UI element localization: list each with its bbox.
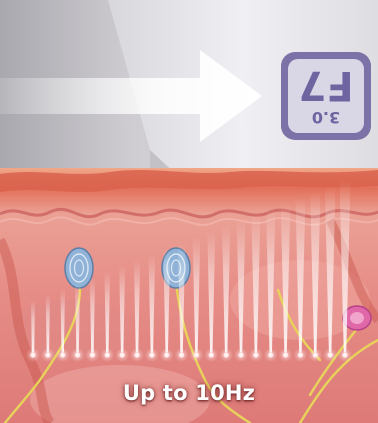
focal-dot <box>252 351 259 358</box>
focal-dot <box>267 351 274 358</box>
focal-dot <box>29 351 36 358</box>
focal-dot <box>163 351 170 358</box>
focal-dot <box>104 351 111 358</box>
focal-dot <box>89 351 96 358</box>
focal-dot <box>119 351 126 358</box>
focal-dot <box>282 351 289 358</box>
focal-dot <box>59 351 66 358</box>
focal-dot <box>297 351 304 358</box>
focal-dot <box>223 351 230 358</box>
focal-dot <box>148 351 155 358</box>
focal-dot <box>327 351 334 358</box>
focal-dot <box>237 351 244 358</box>
focal-dot <box>208 351 215 358</box>
focal-dot <box>312 351 319 358</box>
badge-version-text: 3.0 <box>312 108 340 127</box>
caption-text: Up to 10Hz <box>0 381 378 405</box>
focal-dot <box>74 351 81 358</box>
focal-dot <box>341 351 348 358</box>
focal-dot <box>133 351 140 358</box>
nerve-receptor-icon <box>65 248 93 288</box>
device-badge: F7 3.0 <box>281 52 371 140</box>
focal-dot <box>178 351 185 358</box>
focal-dot <box>193 351 200 358</box>
focal-dot <box>44 351 51 358</box>
badge-model-text: F7 <box>298 62 353 108</box>
